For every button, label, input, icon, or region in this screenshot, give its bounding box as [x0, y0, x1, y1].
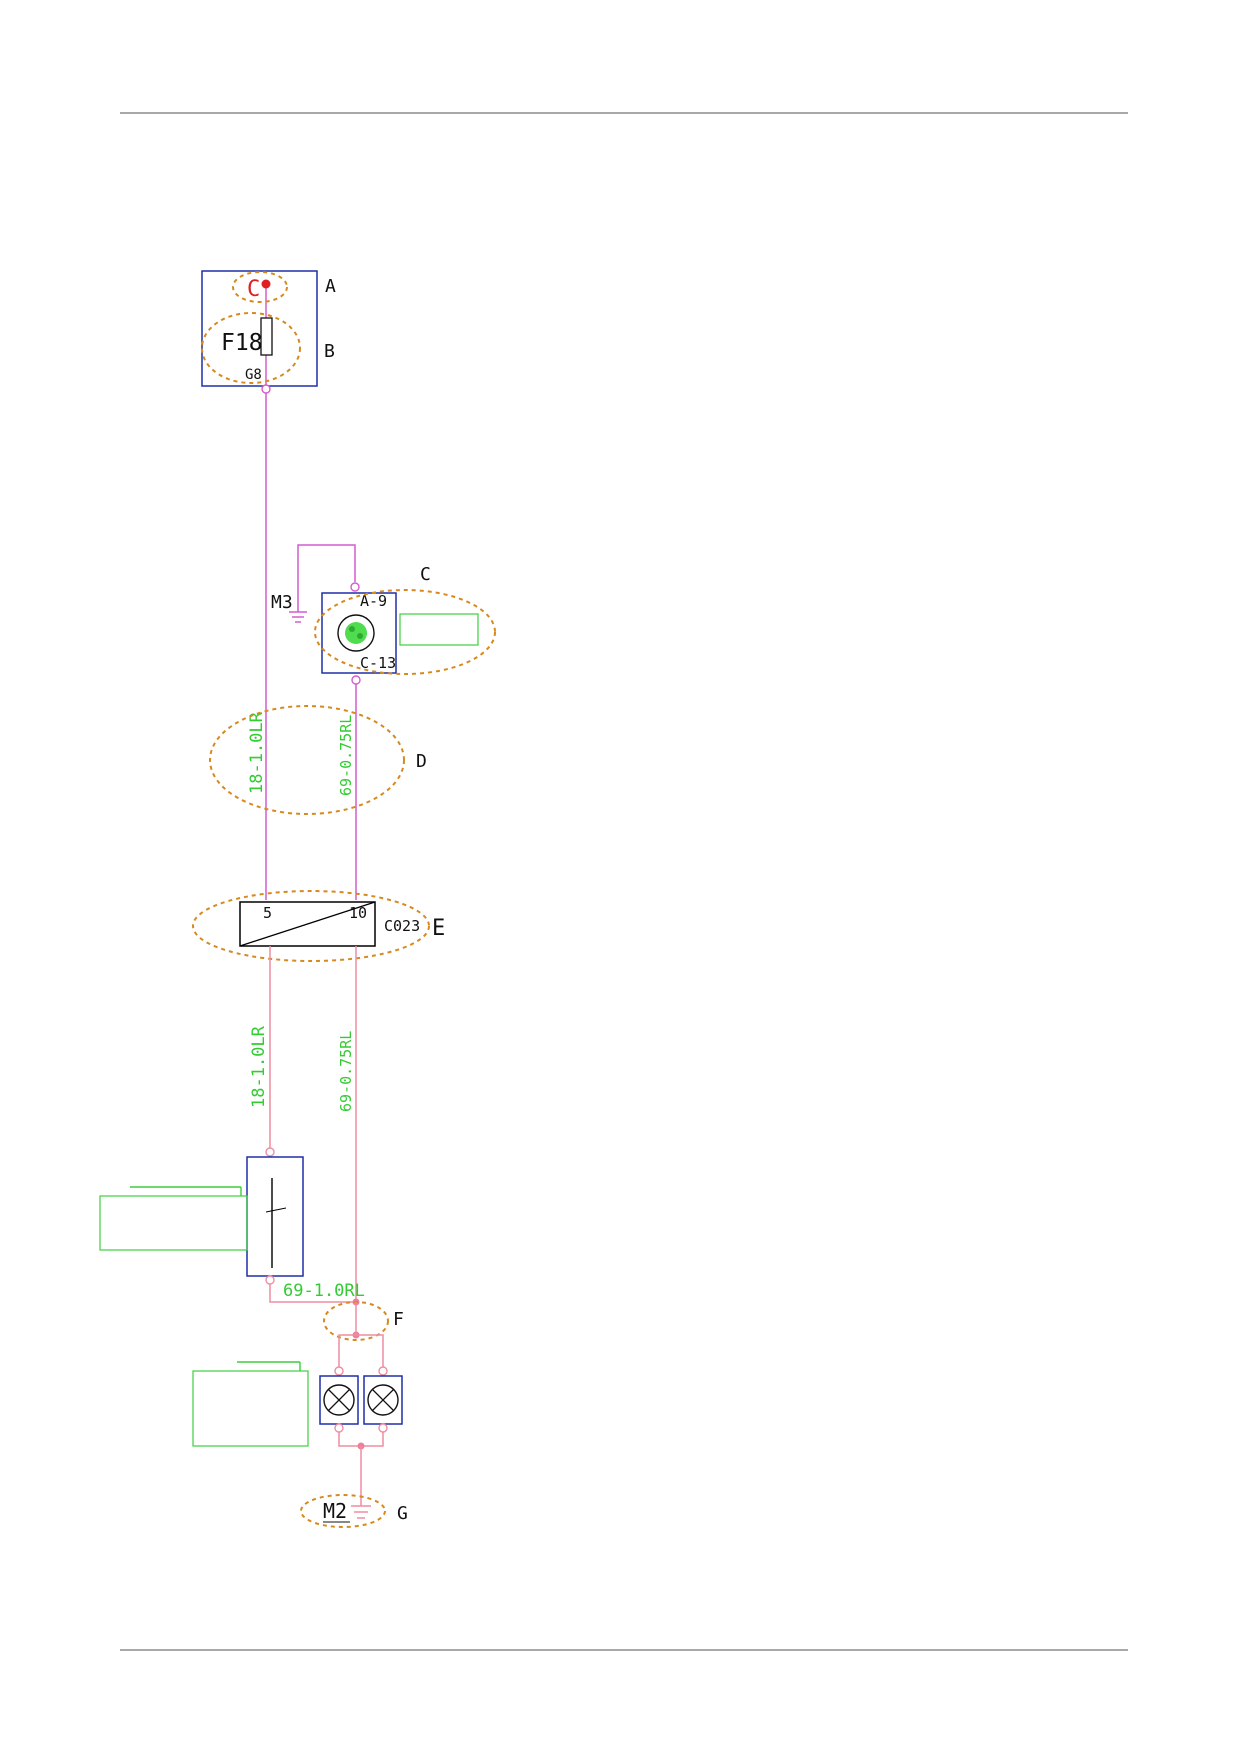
- lamp-pin-top-label: A-9: [360, 592, 387, 610]
- lamp-right: [363, 1366, 403, 1433]
- callout-e: E: [432, 916, 445, 941]
- connector-pin-10-label: 10: [349, 904, 367, 922]
- wire-label-lower-left: 18-1.0LR: [249, 1025, 269, 1108]
- callout-ring-e: [192, 890, 430, 962]
- ground-m2-label: M2: [323, 1499, 347, 1523]
- callout-ring-b: [201, 312, 301, 384]
- fuse-pin-label: G8: [245, 367, 262, 383]
- supply-terminal-dot: [261, 279, 271, 289]
- switch-description-box: [99, 1195, 248, 1251]
- connector-name-label: C023: [384, 917, 420, 935]
- callout-a: A: [325, 276, 336, 297]
- wire-label-upper-right: 69-0.75RL: [337, 715, 355, 796]
- fuse-icon: [260, 317, 273, 356]
- ground-m3-label: M3: [271, 592, 293, 613]
- lamp-description-label: [192, 1361, 309, 1447]
- wire-label-upper-left: 18-1.0LR: [247, 711, 267, 794]
- fuse-terminal-label: C: [247, 277, 260, 302]
- callout-ring-a: [232, 271, 288, 303]
- ground-m2: M2: [323, 1499, 371, 1523]
- callout-ring-g: [300, 1494, 386, 1528]
- switch: [99, 1147, 304, 1285]
- indicator-module: M3 A-9 C-13: [271, 544, 479, 685]
- lamp-pin-bottom-label: C-13: [360, 654, 396, 672]
- callout-f: F: [393, 1309, 404, 1330]
- callout-ring-c: [314, 589, 496, 675]
- callout-g: G: [397, 1503, 408, 1524]
- wire-label-lower-right: 69-0.75RL: [337, 1031, 355, 1112]
- wire-switch-output: [269, 1284, 356, 1303]
- fuse-box: C F18 G8: [201, 270, 318, 394]
- fuse-label: F18: [221, 330, 263, 356]
- connector-c023: 5 10 C023: [239, 901, 420, 947]
- connector-pin-5-label: 5: [263, 904, 272, 922]
- wire-label-switch-out: 69-1.0RL: [283, 1281, 365, 1301]
- callout-d: D: [416, 751, 427, 772]
- callout-c: C: [420, 564, 431, 585]
- callout-b: B: [324, 341, 335, 362]
- callout-ring-d: [209, 705, 405, 815]
- lamp-description-box: [399, 613, 479, 646]
- lamp-left: [319, 1366, 359, 1433]
